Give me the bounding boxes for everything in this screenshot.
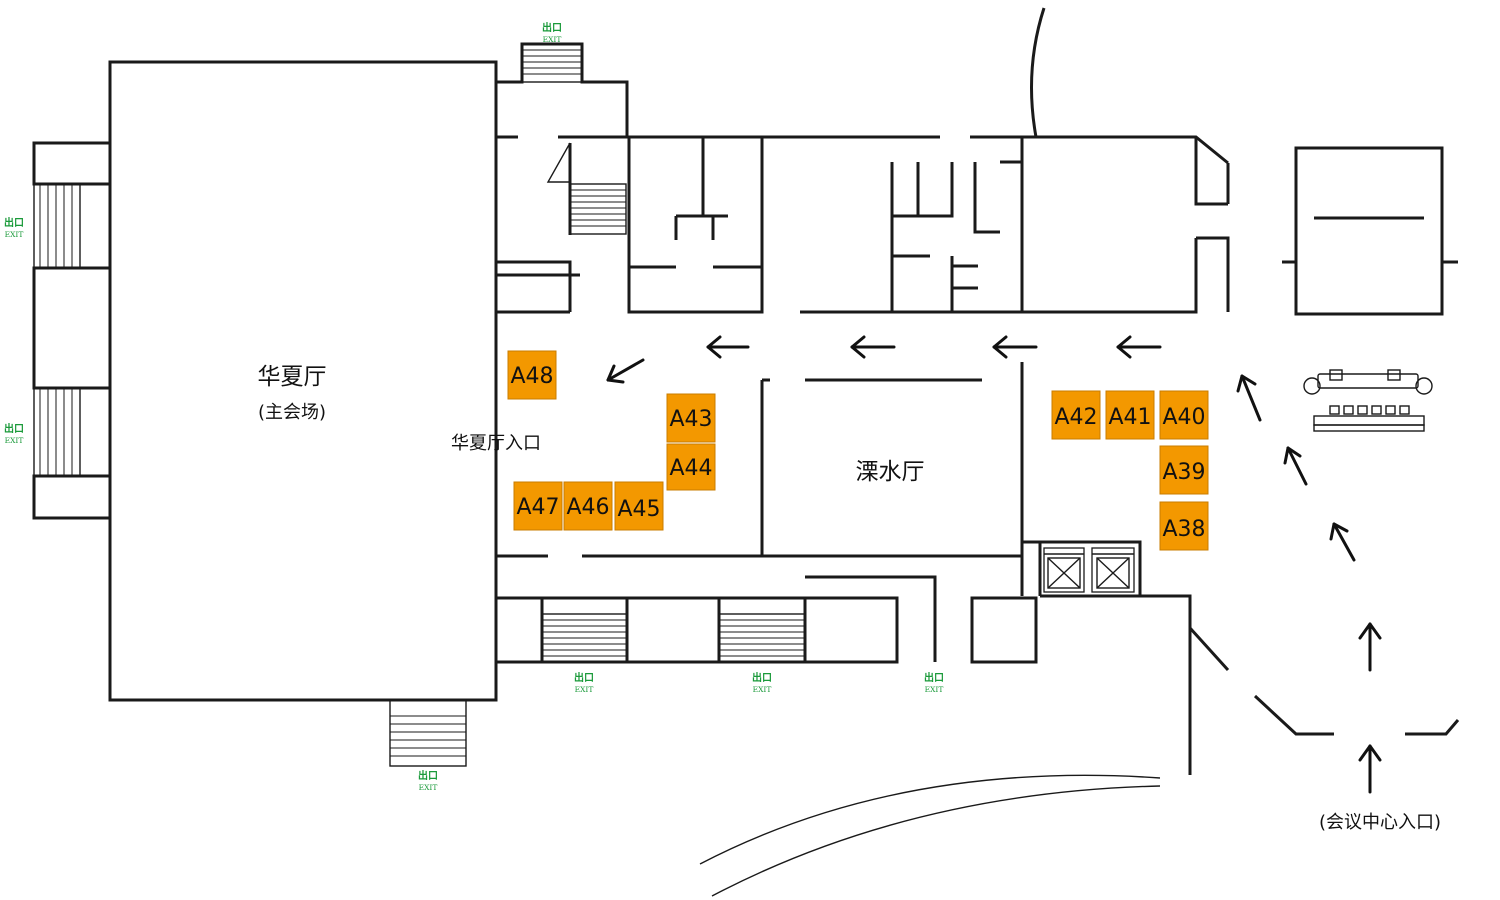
svg-text:出口: 出口 <box>924 671 944 684</box>
svg-text:EXIT: EXIT <box>925 685 944 694</box>
svg-text:A42: A42 <box>1054 405 1097 430</box>
arrow-icon <box>1358 622 1382 672</box>
svg-text:出口: 出口 <box>4 422 24 435</box>
reception-desk-icon <box>1303 369 1433 432</box>
svg-text:A48: A48 <box>510 364 553 389</box>
svg-text:A41: A41 <box>1108 405 1151 430</box>
exit-sign-top: 出口 EXIT <box>542 21 562 44</box>
exit-sign-left-lower: 出口 EXIT <box>4 422 24 445</box>
booth-a48[interactable]: A48 <box>507 350 557 400</box>
svg-text:EXIT: EXIT <box>753 685 772 694</box>
booth-a46[interactable]: A46 <box>563 481 613 531</box>
arrow-icon <box>1236 374 1262 422</box>
svg-text:EXIT: EXIT <box>543 35 562 44</box>
huaxia-entrance-label: 华夏厅入口 <box>451 433 541 454</box>
outer-curve <box>699 774 1161 897</box>
huaxia-hall-subtitle: (主会场) <box>258 402 326 423</box>
booth-a41[interactable]: A41 <box>1105 390 1155 440</box>
svg-text:A43: A43 <box>669 407 712 432</box>
exit-sign-bottom-2: 出口 EXIT <box>752 671 772 694</box>
svg-text:EXIT: EXIT <box>5 436 24 445</box>
exit-sign-bottom-1: 出口 EXIT <box>574 671 594 694</box>
arrow-icon <box>706 335 750 359</box>
arrow-icon <box>992 335 1038 359</box>
arrow-icon <box>1329 522 1356 562</box>
svg-text:EXIT: EXIT <box>575 685 594 694</box>
svg-text:A38: A38 <box>1162 517 1205 542</box>
svg-text:A47: A47 <box>516 495 559 520</box>
svg-text:出口: 出口 <box>574 671 594 684</box>
arrow-icon <box>1358 744 1382 794</box>
lishui-hall-name: 溧水厅 <box>856 459 925 485</box>
booth-a47[interactable]: A47 <box>513 481 563 531</box>
booth-a38[interactable]: A38 <box>1159 501 1209 551</box>
svg-text:A39: A39 <box>1162 460 1205 485</box>
svg-text:出口: 出口 <box>4 216 24 229</box>
arrow-icon <box>850 335 896 359</box>
exit-sign-left-upper: 出口 EXIT <box>4 216 24 239</box>
svg-text:EXIT: EXIT <box>5 230 24 239</box>
exit-sign-bottom-stairs: 出口 EXIT <box>418 769 438 792</box>
booth-a40[interactable]: A40 <box>1159 390 1209 440</box>
exit-sign-bottom-3: 出口 EXIT <box>924 671 944 694</box>
huaxia-hall-name: 华夏厅 <box>258 364 327 390</box>
arrow-icon <box>606 358 645 384</box>
arrow-icon <box>1283 446 1308 486</box>
svg-text:A45: A45 <box>617 497 660 522</box>
svg-text:出口: 出口 <box>752 671 772 684</box>
conference-center-entrance-label: (会议中心入口) <box>1319 812 1441 833</box>
walls <box>32 7 1460 775</box>
svg-text:A46: A46 <box>566 495 609 520</box>
svg-text:EXIT: EXIT <box>419 783 438 792</box>
svg-text:出口: 出口 <box>418 769 438 782</box>
direction-arrows <box>606 335 1382 794</box>
svg-text:A40: A40 <box>1162 405 1205 430</box>
elevator-icon <box>1043 547 1135 593</box>
booth-a45[interactable]: A45 <box>614 481 664 531</box>
booth-a43[interactable]: A43 <box>666 393 716 443</box>
booth-a39[interactable]: A39 <box>1159 445 1209 495</box>
stairs-icon <box>33 43 806 767</box>
svg-text:出口: 出口 <box>542 21 562 34</box>
booth-a44[interactable]: A44 <box>666 443 716 491</box>
svg-text:A44: A44 <box>669 456 712 481</box>
arrow-icon <box>1116 335 1162 359</box>
booth-a42[interactable]: A42 <box>1051 390 1101 440</box>
